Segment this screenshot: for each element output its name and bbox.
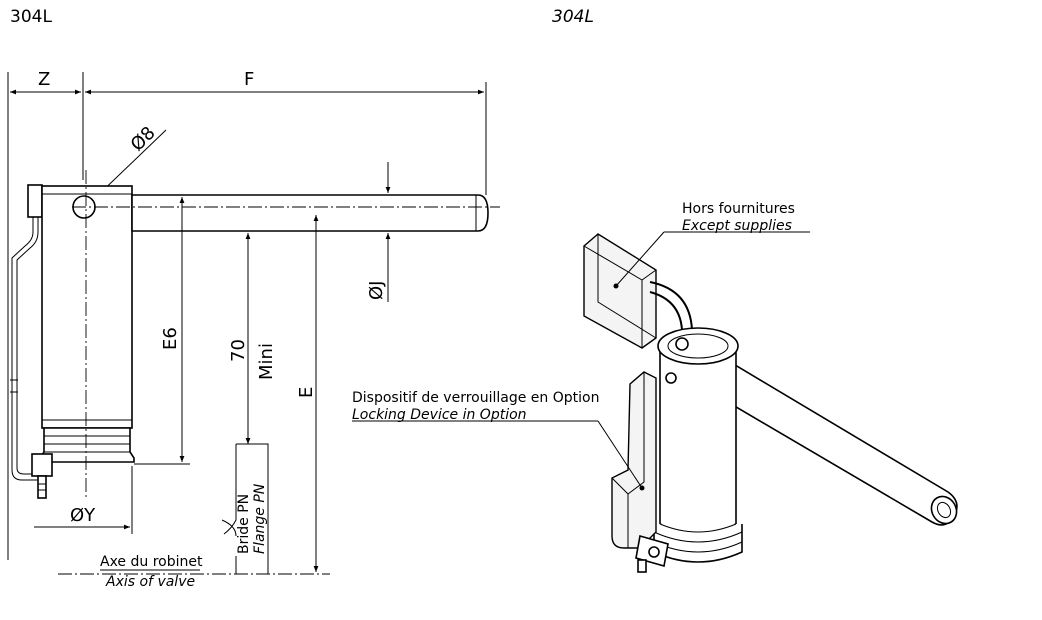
body-base-collar xyxy=(39,427,135,463)
flange-label-fr: Bride PN xyxy=(236,494,252,554)
callout-supplies-fr: Hors fournitures xyxy=(682,201,795,217)
material-label-right: 304L xyxy=(552,7,594,27)
iso-locking-bracket xyxy=(611,371,657,549)
dimension-f-label: F xyxy=(244,69,254,90)
dimension-mini-label: Mini xyxy=(256,343,277,380)
iso-lever-handle xyxy=(713,360,958,526)
isometric-view: Hors fournitures Except supplies Disposi… xyxy=(352,201,958,573)
axis-label-en: Axis of valve xyxy=(105,574,195,590)
dimension-hole-label: Ø8 xyxy=(127,123,160,156)
iso-body-top xyxy=(657,327,739,365)
lever-handle xyxy=(131,194,489,232)
callout-locking-en: Locking Device in Option xyxy=(352,407,527,423)
dimension-z-label: Z xyxy=(38,69,50,90)
bracket-top-tab xyxy=(27,184,43,218)
iso-hole xyxy=(675,337,689,351)
axis-label-fr: Axe du robinet xyxy=(100,554,203,570)
dimension-mini-value: 70 xyxy=(228,339,249,362)
side-view: Z F Ø8 xyxy=(7,69,500,590)
dimension-e-label: E xyxy=(296,387,317,398)
supplies-leader xyxy=(615,231,665,287)
locking-pin-head xyxy=(31,453,53,477)
dimension-oy-label: ØY xyxy=(70,505,96,526)
locking-leader xyxy=(597,420,643,489)
dimension-oj-label: ØJ xyxy=(366,281,387,300)
material-label-left: 304L xyxy=(10,7,52,27)
valve-body xyxy=(41,185,133,429)
dimension-e6-label: E6 xyxy=(160,327,181,350)
locking-bracket-outline xyxy=(11,196,40,481)
flange-label-en: Flange PN xyxy=(252,483,268,554)
callout-supplies-en: Except supplies xyxy=(682,218,792,234)
callout-locking-fr: Dispositif de verrouillage en Option xyxy=(352,390,599,406)
locking-pin xyxy=(37,475,47,499)
